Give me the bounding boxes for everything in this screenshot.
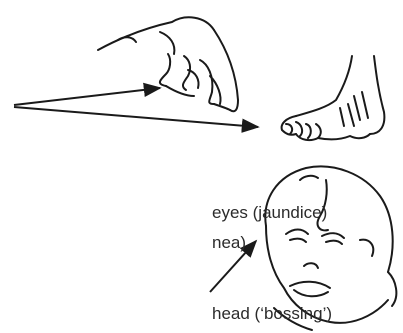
caption-eyes-jaundice: eyes (jaundice) <box>212 204 327 221</box>
arrow-to-foot <box>14 107 258 127</box>
foot-drawing <box>282 56 385 140</box>
caption-nea-fragment: nea) <box>212 234 246 251</box>
hand-drawing <box>98 17 238 111</box>
arrow-to-hand <box>14 88 160 105</box>
caption-head-bossing: head (‘bossing’) <box>212 305 332 322</box>
